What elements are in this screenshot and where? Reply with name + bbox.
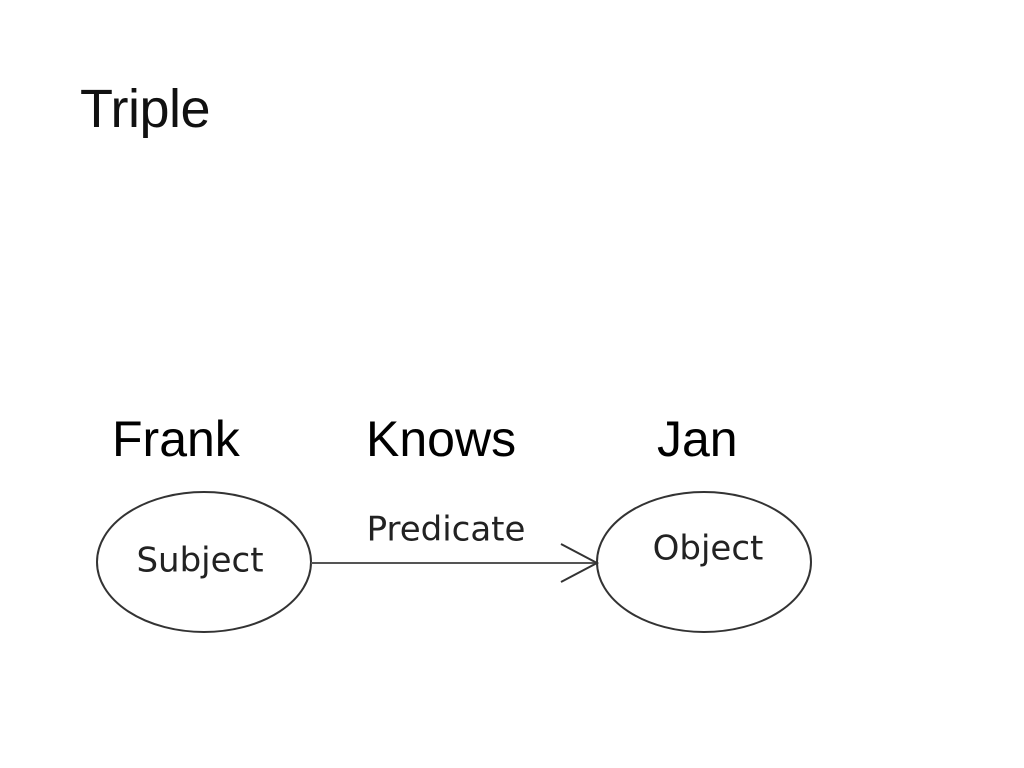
subject-node-label: Subject bbox=[136, 541, 263, 581]
object-node-label: Object bbox=[653, 529, 764, 569]
object-node bbox=[596, 491, 812, 633]
example-predicate-label: Knows bbox=[366, 411, 517, 467]
example-object-label: Jan bbox=[657, 411, 738, 467]
predicate-edge-label: Predicate bbox=[367, 510, 526, 550]
slide-title: Triple bbox=[80, 79, 211, 139]
example-subject-label: Frank bbox=[112, 411, 240, 467]
